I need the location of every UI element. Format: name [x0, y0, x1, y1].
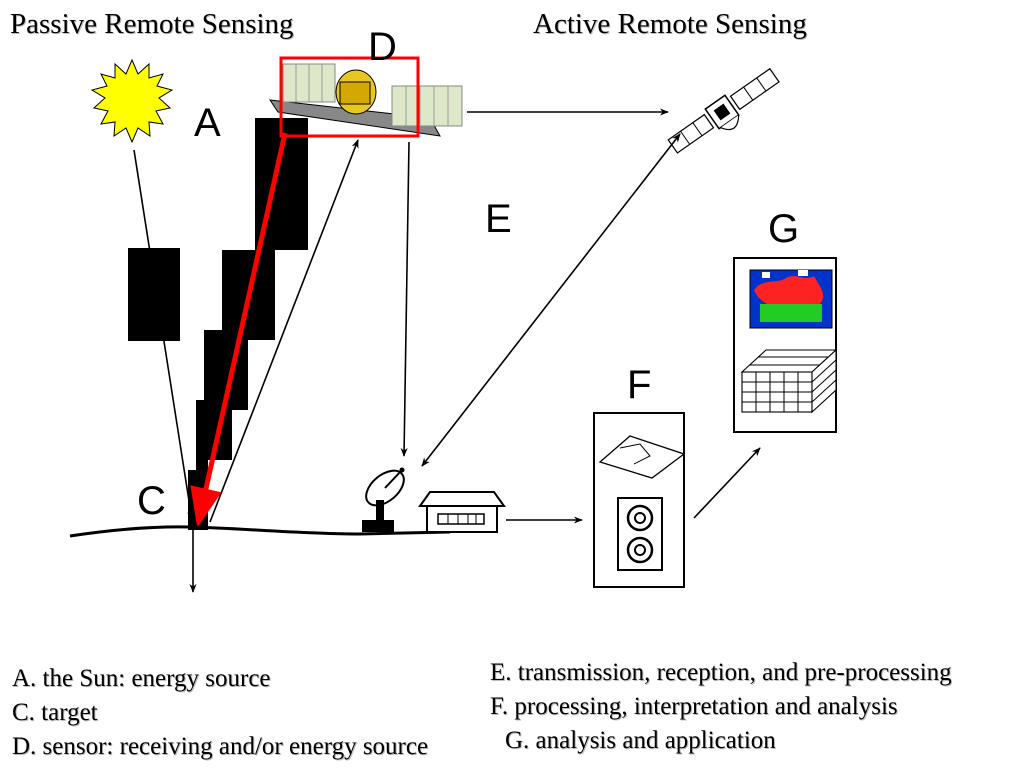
ground-station-icon	[418, 491, 506, 533]
label-d: D	[368, 25, 397, 69]
energy-path-silhouette	[128, 118, 308, 530]
reflected-ray	[209, 139, 359, 523]
processing-to-application-arrow	[693, 447, 761, 519]
application-box	[733, 257, 838, 433]
label-c: C	[137, 479, 166, 523]
satellite-dish-icon	[362, 467, 405, 532]
label-g: G	[768, 207, 799, 251]
ground-line	[69, 525, 451, 538]
passive-remote-sensing-title: Passive Remote Sensing	[10, 8, 294, 40]
downlink-arrow	[400, 141, 410, 457]
active-remote-sensing-title: Active Remote Sensing	[533, 8, 807, 40]
map-icon	[740, 269, 838, 414]
legend-item-a: A. the Sun: energy source	[12, 665, 271, 692]
label-f: F	[627, 363, 651, 407]
legend-item-e: E. transmission, reception, and pre-proc…	[490, 659, 952, 686]
legend-right: E. transmission, reception, and pre-proc…	[490, 656, 952, 758]
legend-item-f: F. processing, interpretation and analys…	[490, 693, 898, 720]
highlight-arrow	[190, 132, 288, 528]
satellite-icon	[268, 63, 463, 137]
legend-item-d: D. sensor: receiving and/or energy sourc…	[12, 733, 429, 760]
processing-station-box	[593, 412, 686, 588]
legend-item-g: G. analysis and application	[505, 727, 776, 754]
legend-left: A. the Sun: energy source C. target D. s…	[12, 662, 428, 764]
incident-ray	[133, 149, 195, 521]
satellite-icon	[667, 67, 780, 154]
legend-item-c: C. target	[12, 699, 98, 726]
label-a: A	[194, 101, 221, 145]
sun-icon	[90, 58, 174, 144]
label-e: E	[485, 197, 512, 241]
active-downlink-arrow	[421, 133, 681, 467]
sensor-highlight-box	[279, 56, 420, 138]
computer-icon	[598, 435, 686, 571]
